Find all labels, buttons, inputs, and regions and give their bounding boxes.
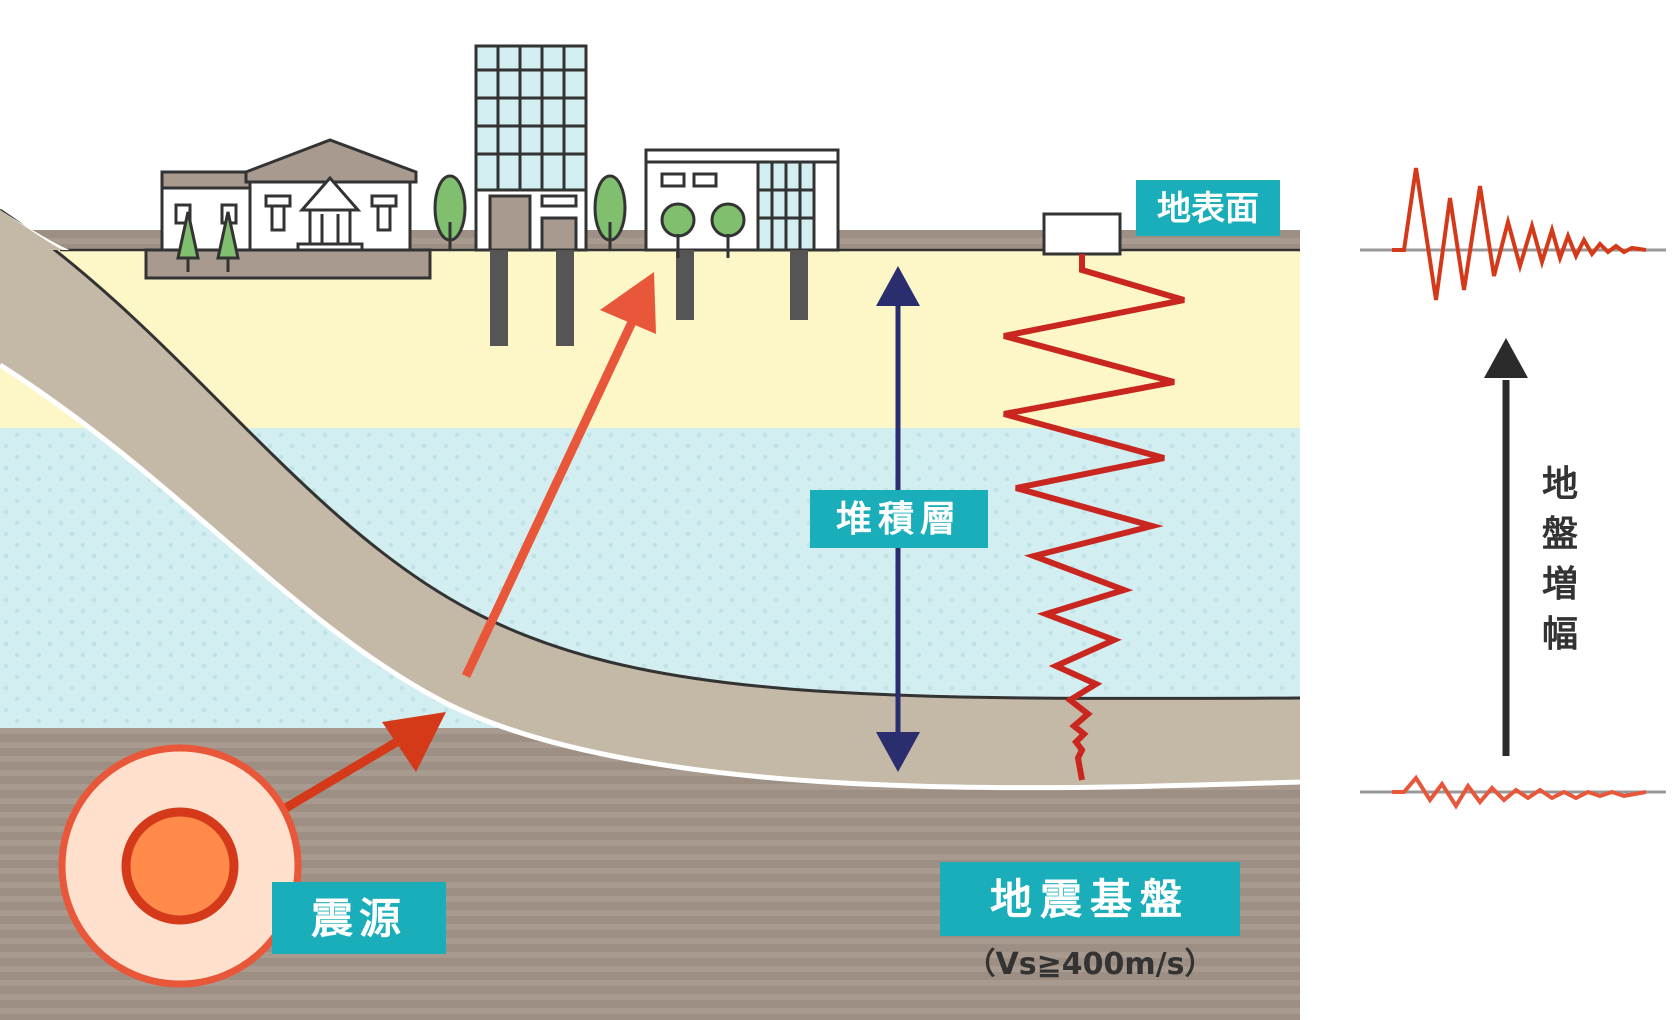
bedrock-waveform — [1392, 774, 1647, 810]
epicenter-label-box — [272, 882, 446, 954]
sediment-layer-label: 堆積層 — [836, 499, 962, 540]
bedrock-boundary-line — [0, 362, 1300, 791]
seismometer-icon — [1042, 212, 1122, 256]
tree-icon — [660, 202, 746, 258]
svg-text:地: 地 — [1542, 464, 1578, 505]
tree-icon — [433, 174, 467, 250]
ground-surface-label: 地表面 — [1157, 189, 1259, 229]
epicenter-label: 震源 — [311, 894, 407, 943]
tree-icon — [176, 211, 240, 272]
seismic-bedrock-label: 地震基盤 — [990, 875, 1190, 924]
ground-layers — [0, 208, 1300, 1020]
tree-icon — [593, 174, 627, 250]
epicenter-icon — [58, 744, 302, 988]
house-icon — [144, 138, 432, 280]
buildings — [144, 44, 840, 346]
svg-text:幅: 幅 — [1542, 614, 1578, 655]
ground-surface-label-box — [1136, 180, 1280, 236]
surface-waveform — [1392, 167, 1647, 301]
sediment-boundary-line — [0, 208, 1300, 700]
svg-text:盤: 盤 — [1542, 514, 1578, 555]
svg-text:増: 増 — [1542, 564, 1578, 605]
sediment-layer-label-box — [810, 490, 988, 548]
amplification-panel: 地 盤 増 幅 — [1360, 167, 1666, 810]
bedrock-condition-label: （Vs≧400m/s） — [966, 947, 1215, 982]
seismic-bedrock-label-box — [940, 862, 1240, 936]
shop-icon — [644, 148, 840, 320]
amplification-label: 地 盤 増 幅 — [1542, 464, 1578, 655]
vertical-wave-trace — [1003, 254, 1185, 781]
office-building-icon — [474, 44, 588, 346]
